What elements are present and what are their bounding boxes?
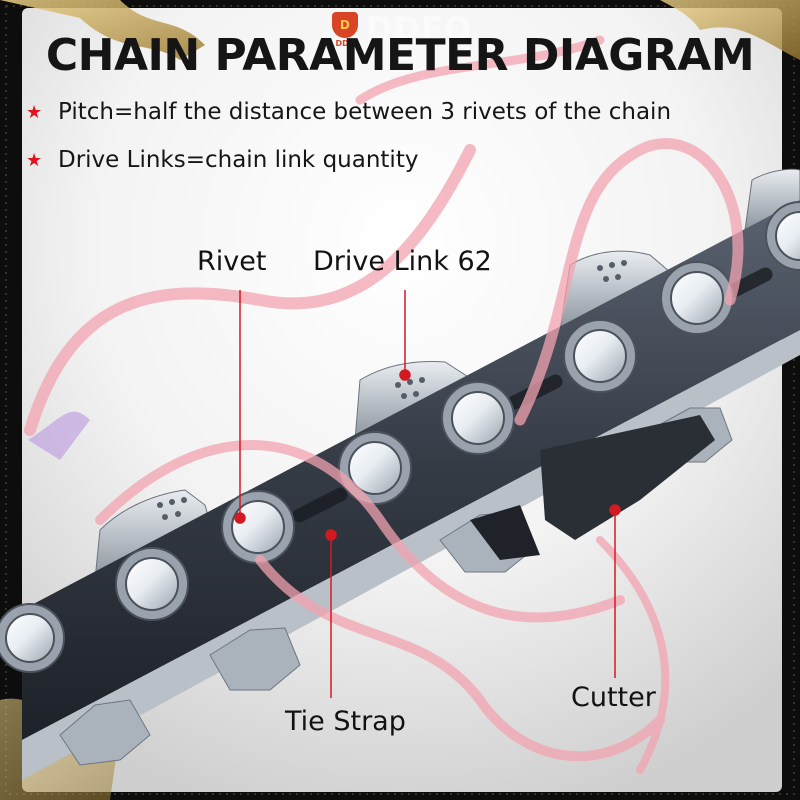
- star-icon: ★: [26, 149, 43, 171]
- callout-rivet: Rivet: [197, 246, 267, 277]
- page-title: CHAIN PARAMETER DIAGRAM: [45, 30, 755, 81]
- callout-drive-link: Drive Link 62: [313, 246, 492, 277]
- bullet-text: Pitch=half the distance between 3 rivets…: [58, 99, 672, 125]
- bullet-drive-links: ★ Drive Links=chain link quantity: [26, 147, 418, 173]
- bullet-pitch: ★ Pitch=half the distance between 3 rive…: [26, 99, 671, 125]
- star-icon: ★: [26, 101, 43, 123]
- callout-cutter: Cutter: [571, 682, 656, 713]
- bullet-text: Drive Links=chain link quantity: [58, 147, 419, 173]
- callout-tie-strap: Tie Strap: [285, 706, 406, 737]
